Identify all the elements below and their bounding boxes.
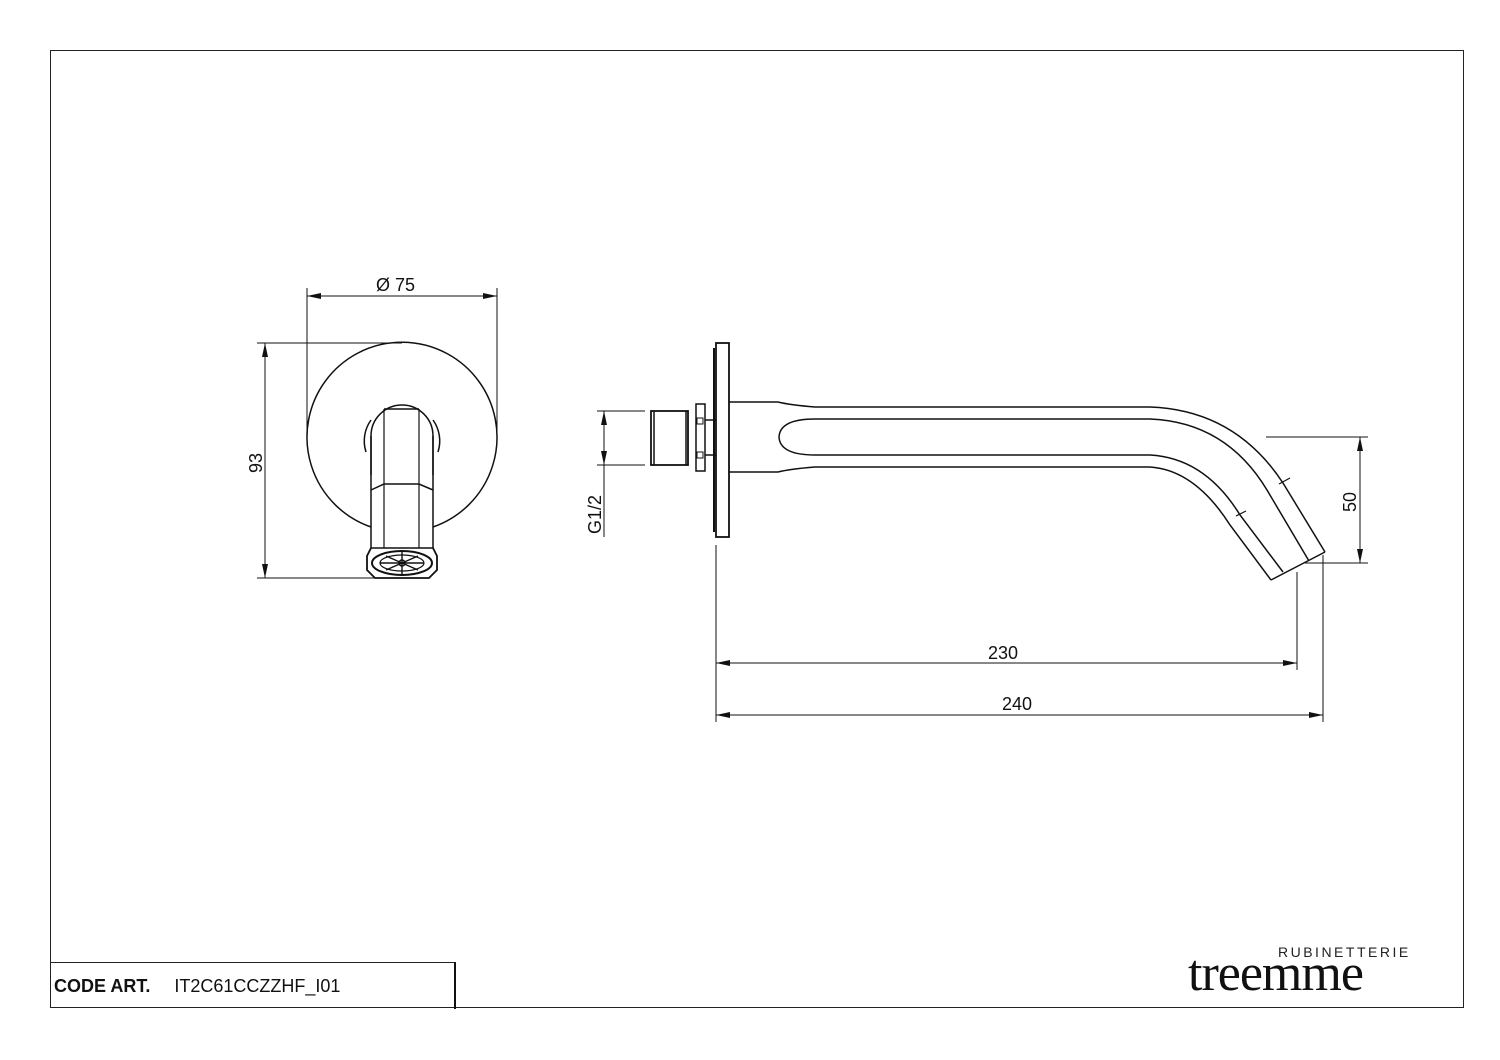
hex-nut [695, 403, 706, 472]
rosette-circle [306, 341, 498, 528]
aerator [366, 547, 438, 579]
spout-upper-outer [729, 401, 1326, 553]
spout-lower-inner [815, 454, 1284, 573]
thread-connector [650, 410, 689, 466]
wall-flange [715, 342, 730, 538]
spout-upper-inner [815, 418, 1310, 562]
front-dimensions [257, 288, 498, 579]
brand-logo: treemme RUBINETTERIE [1186, 938, 1461, 1008]
front-view [306, 341, 498, 579]
side-view [650, 342, 1326, 581]
side-dimensions [597, 410, 1368, 722]
height-dimension-label: 93 [246, 453, 266, 473]
code-art-value: IT2C61CCZZHF_I01 [174, 975, 341, 996]
spout-lower-outer [729, 466, 1272, 581]
drop-dimension-label: 50 [1340, 492, 1360, 512]
length-230-label: 230 [988, 643, 1018, 663]
length-240-label: 240 [1002, 694, 1032, 714]
spout-slot [778, 418, 816, 456]
spout-top-arc [370, 404, 434, 475]
brand-name: treemme [1188, 945, 1364, 1002]
drawing-frame [50, 50, 1464, 1008]
code-art-label: CODE ART. [54, 975, 151, 996]
diameter-dimension-label: Ø 75 [376, 275, 415, 295]
thread-dimension-label: G1/2 [585, 495, 605, 534]
brand-subtitle: RUBINETTERIE [1278, 944, 1411, 960]
title-block: CODE ART. IT2C61CCZZHF_I01 [50, 962, 456, 1009]
